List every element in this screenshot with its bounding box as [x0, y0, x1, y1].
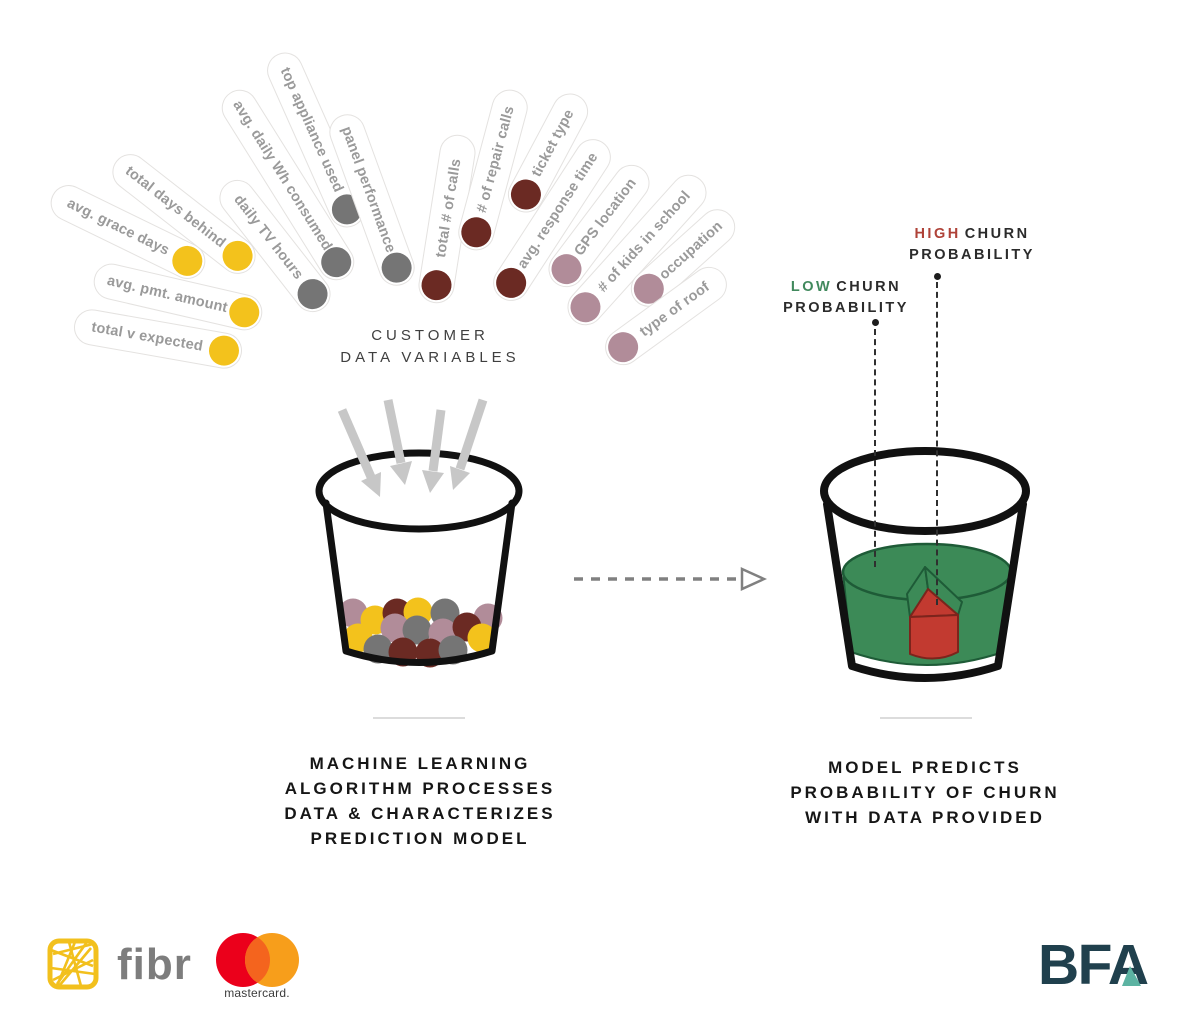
caption-line: WITH DATA PROVIDED — [805, 808, 1045, 827]
bucket-rim — [820, 447, 1030, 535]
high-pointer-dot — [934, 273, 941, 280]
high-label-line2: PROBABILITY — [909, 247, 1035, 263]
caption-line: MODEL PREDICTS — [828, 758, 1022, 777]
funnel-arrowheads — [361, 461, 470, 497]
data-ball-mauve — [338, 598, 368, 628]
left-caption: MACHINE LEARNING ALGORITHM PROCESSES DATA … — [240, 751, 600, 851]
churn-slice-front — [909, 614, 959, 660]
bfa-wordmark: BFA — [1038, 933, 1149, 997]
mastercard-logo: mastercard. — [213, 933, 301, 1003]
variable-label: avg. pmt. amount — [105, 272, 230, 317]
bfa-triangle-icon — [1122, 966, 1141, 986]
customer-label-line1: CUSTOMER — [371, 327, 489, 344]
variable-dot-maroon — [457, 213, 495, 251]
variable-dot-mauve — [564, 286, 607, 329]
bucket-body — [823, 500, 1027, 682]
low-pointer-line — [874, 329, 876, 567]
high-pointer-line — [936, 282, 938, 605]
bfa-logo: BFA — [1038, 937, 1168, 997]
variable-dot-yellow — [226, 294, 263, 331]
fibr-icon — [47, 938, 99, 990]
caption-line: MACHINE LEARNING — [309, 754, 531, 773]
variable-dot-mauve — [602, 326, 645, 369]
bucket-rim — [315, 449, 523, 533]
low-pointer-dot — [872, 319, 879, 326]
left-caption-divider — [373, 717, 465, 719]
customer-label-line2: DATA VARIABLES — [340, 349, 520, 366]
flow-arrow — [574, 567, 768, 591]
right-caption-divider — [880, 717, 972, 719]
caption-line: PREDICTION MODEL — [310, 829, 530, 848]
variable-dot-maroon — [419, 268, 454, 303]
mastercard-icon — [216, 933, 299, 987]
data-ball-gray — [402, 615, 432, 645]
low-label-line2: PROBABILITY — [783, 300, 909, 316]
flow-arrowhead — [740, 567, 768, 591]
customer-data-variables-label: CUSTOMER DATA VARIABLES — [320, 325, 540, 369]
data-ball-mauve — [380, 613, 410, 643]
caption-line: ALGORITHM PROCESSES — [284, 779, 556, 798]
low-rest: CHURN — [836, 279, 902, 295]
caption-line: DATA & CHARACTERIZES — [284, 804, 556, 823]
bucket-body — [322, 499, 516, 666]
low-word: LOW — [790, 279, 833, 295]
ml-bucket-illustration — [315, 398, 523, 668]
high-word: HIGH — [914, 226, 961, 242]
caption-line: PROBABILITY OF CHURN — [790, 783, 1060, 802]
mastercard-wordmark: mastercard. — [224, 986, 290, 1000]
right-caption: MODEL PREDICTS PROBABILITY OF CHURN WITH D… — [745, 755, 1105, 830]
variable-dot-yellow — [206, 333, 242, 369]
mastercard-overlap — [245, 933, 270, 987]
fibr-wordmark: fibr — [117, 940, 192, 989]
prediction-bucket-illustration — [820, 447, 1030, 682]
variable-label: total v expected — [90, 319, 205, 355]
data-balls — [338, 597, 503, 668]
funnel-arrows — [337, 398, 488, 479]
high-rest: CHURN — [964, 226, 1030, 242]
variable-label: total # of calls — [433, 157, 465, 259]
fibr-logo: fibr — [47, 935, 267, 995]
